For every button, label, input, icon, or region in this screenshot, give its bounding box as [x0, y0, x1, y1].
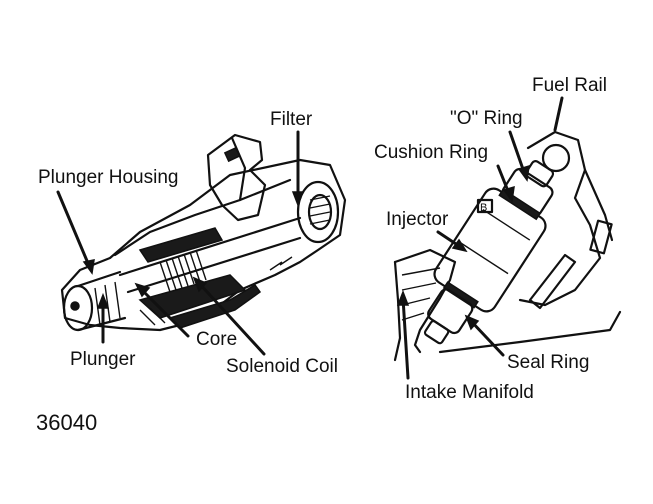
- label-fuel-rail: Fuel Rail: [532, 75, 607, 96]
- label-seal-ring: Seal Ring: [507, 352, 589, 373]
- label-cushion-ring: Cushion Ring: [374, 142, 488, 163]
- figure-number: 36040: [36, 410, 97, 435]
- leader-intake-manifold: [401, 296, 410, 380]
- leader-fuel-rail: [553, 96, 564, 132]
- label-core: Core: [196, 329, 237, 350]
- label-injector: Injector: [386, 209, 449, 230]
- leader-core: [138, 286, 190, 338]
- right-leader-lines: [396, 96, 564, 380]
- installed-injector-drawing: B: [393, 130, 622, 362]
- leader-solenoid-coil: [196, 280, 266, 356]
- left-leader-lines: [56, 130, 305, 356]
- label-filter: Filter: [270, 109, 313, 130]
- injector-cutaway-drawing: [60, 133, 347, 332]
- label-o-ring: "O" Ring: [450, 108, 523, 129]
- label-plunger: Plunger: [70, 349, 136, 370]
- label-solenoid-coil: Solenoid Coil: [226, 356, 338, 377]
- label-plunger-housing: Plunger Housing: [38, 167, 178, 188]
- leader-seal-ring: [468, 318, 505, 357]
- label-intake-manifold: Intake Manifold: [405, 382, 534, 403]
- leader-plunger-housing: [56, 190, 92, 270]
- connector-mark: B: [480, 202, 487, 214]
